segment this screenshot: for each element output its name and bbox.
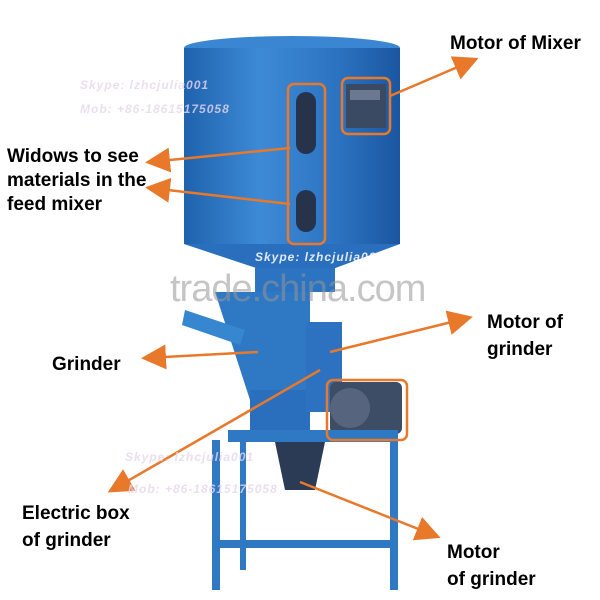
watermark-skype: Skype: lzhcjulia001: [80, 78, 210, 92]
watermark-skype-lower: Skype: lzhcjulia001: [125, 450, 255, 464]
label-motor-of-mixer: Motor of Mixer: [450, 33, 581, 54]
annotation-arrows: [107, 56, 479, 541]
label-motor-of-grinder-bottom-line2: of grinder: [447, 569, 536, 590]
watermark-skype-center: Skype: lzhcjulia001: [255, 250, 385, 264]
grinder: [182, 292, 310, 430]
grinder-motor: [330, 382, 402, 434]
label-windows-line1: Widows to see: [7, 146, 139, 167]
mixer-motor: [346, 84, 386, 128]
label-windows-line2: materials in the: [7, 170, 147, 191]
label-windows-line3: feed mixer: [7, 194, 103, 215]
label-motor-of-grinder-bottom-line1: Motor: [447, 542, 500, 563]
label-grinder: Grinder: [52, 354, 121, 375]
watermark-mob-lower: Mob: +86-18615175058: [128, 482, 278, 496]
watermark-mob: Mob: +86-18615175058: [80, 102, 230, 116]
label-motor-of-grinder-top-line2: grinder: [487, 339, 553, 360]
watermark-site: trade.china.com: [170, 268, 426, 310]
sight-windows: [296, 92, 316, 232]
label-electric-box-line1: Electric box: [22, 503, 130, 524]
mixer-tank: [184, 36, 400, 292]
highlight-boxes: [286, 76, 409, 442]
label-motor-of-grinder-top-line1: Motor of: [487, 312, 563, 333]
label-electric-box-line2: of grinder: [22, 530, 111, 551]
